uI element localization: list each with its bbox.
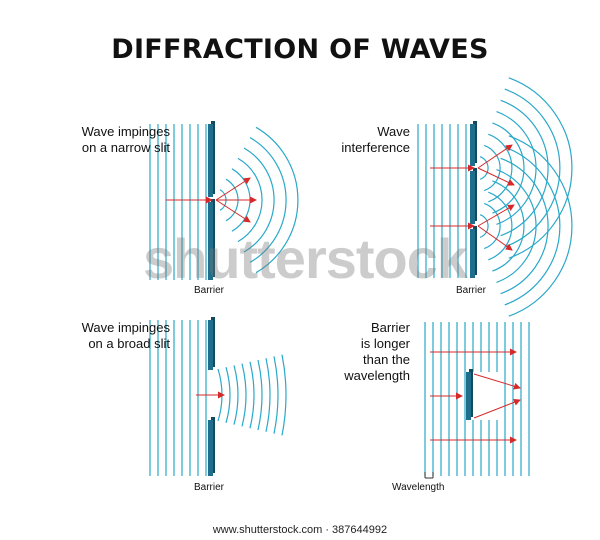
wave-direction-arrow — [215, 199, 251, 223]
wavefront-arc — [479, 214, 489, 238]
wavefront-arc — [257, 359, 263, 431]
wave-direction-arrow — [473, 398, 521, 419]
barrier — [470, 171, 475, 224]
wave-direction-arrow — [477, 167, 515, 186]
wavefront-arc — [273, 356, 279, 434]
wavefront-arc — [504, 146, 561, 306]
interference-panel — [417, 77, 573, 317]
wavefront-arc — [281, 354, 287, 436]
wave-direction-arrow — [477, 144, 513, 169]
interference-label: Wave interference — [341, 124, 410, 155]
wavefront-arc — [249, 137, 287, 263]
wave-direction-arrow — [477, 204, 515, 227]
barrier — [466, 372, 471, 420]
narrow-slit-label: Wave impinges on a narrow slit — [81, 124, 170, 155]
broad-slit-panel — [149, 317, 287, 476]
wavefront-arc — [508, 135, 573, 317]
wavefront-arc — [483, 144, 501, 192]
wavefront-arc — [241, 363, 247, 427]
wavefront-arc — [488, 133, 513, 203]
long-barrier-label: Barrier is longer than the wavelength — [344, 320, 410, 383]
wavefront-arc — [500, 157, 549, 295]
barrier — [208, 202, 213, 280]
wavefront-arc — [492, 180, 525, 272]
wavefront-arc — [255, 126, 299, 274]
wavefront-arc — [479, 156, 489, 180]
narrow-slit-barrier-label: Barrier — [194, 285, 225, 296]
barrier — [470, 124, 475, 166]
broad-slit-barrier-label: Barrier — [194, 482, 225, 493]
wavefront-arc — [265, 358, 271, 432]
wave-direction-arrow — [477, 225, 513, 251]
interference-barrier-label: Barrier — [456, 285, 487, 296]
wavefront-arc — [237, 157, 263, 243]
wavefront-arc — [504, 88, 561, 248]
wave-direction-arrow — [215, 177, 251, 201]
wavefront-arc — [233, 365, 239, 425]
barrier — [208, 320, 213, 370]
footer-text: www.shutterstock.com · 387644992 — [212, 524, 388, 536]
broad-slit-label: Wave impinges on a broad slit — [81, 320, 170, 351]
wavefront-arc — [225, 367, 231, 423]
page-title: DIFFRACTION OF WAVES — [111, 34, 489, 65]
wavefront-arc — [488, 191, 513, 261]
barrier — [208, 124, 213, 197]
wavelength-label: Wavelength — [392, 482, 445, 493]
long-barrier-panel — [424, 322, 530, 479]
barrier — [470, 229, 475, 278]
wave-direction-arrow — [473, 373, 521, 390]
narrow-slit-panel — [149, 121, 299, 280]
wavefront-arc — [508, 77, 573, 259]
wavefront-arc — [243, 147, 275, 253]
wavefront-arc — [500, 99, 549, 237]
barrier — [208, 420, 213, 476]
wavefront-arc — [483, 202, 501, 250]
watermark: shutterstock — [142, 227, 468, 290]
wavefront-arc — [249, 361, 255, 429]
